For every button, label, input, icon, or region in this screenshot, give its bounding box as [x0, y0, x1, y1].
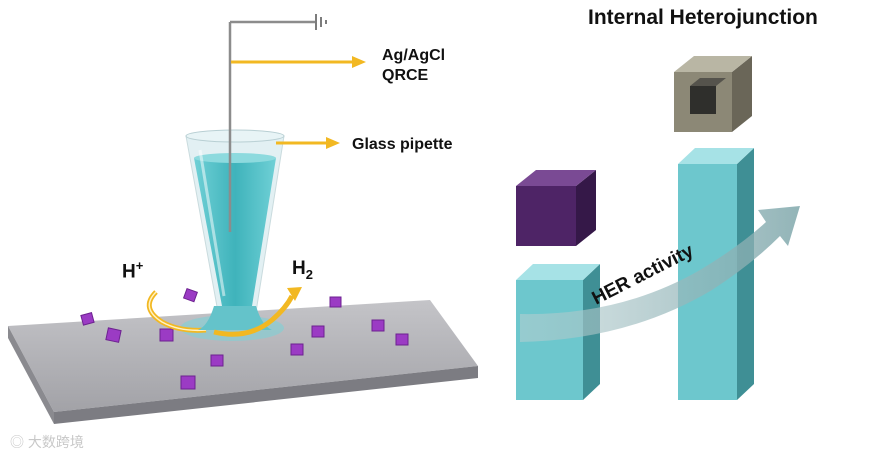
- watermark-text: 大数跨境: [27, 434, 84, 450]
- purple-cube: [516, 170, 596, 246]
- glass-pipette: [185, 129, 285, 330]
- electrode-wire: [228, 20, 316, 232]
- particle: [290, 343, 304, 356]
- particles: [80, 287, 409, 390]
- electrode-label-line2: QRCE: [382, 67, 429, 84]
- hollow-cube: [674, 56, 752, 132]
- particle: [105, 327, 122, 343]
- ground-icon: [315, 14, 327, 30]
- particle: [311, 325, 325, 338]
- diagram-title: Internal Heterojunction: [588, 6, 818, 29]
- substrate-plate: [8, 300, 478, 424]
- hydrogen-subscript: 2: [305, 266, 313, 282]
- hydrogen-arrow-head: [287, 287, 302, 301]
- particle: [159, 328, 174, 342]
- her-activity-arrow: [520, 206, 800, 342]
- proton-label: H+: [122, 258, 143, 283]
- watermark-logo-icon: ◎: [10, 434, 28, 450]
- proton-charge: +: [135, 258, 144, 273]
- particle: [80, 312, 95, 326]
- electrode-callout-arrow: [231, 56, 366, 68]
- particle: [371, 319, 385, 332]
- particle: [329, 296, 342, 308]
- proton-symbol: H: [122, 261, 136, 283]
- pipette-callout-arrow: [276, 137, 340, 149]
- particle: [182, 287, 198, 303]
- particle: [395, 333, 409, 346]
- electrode-label: Ag/AgCl QRCE: [382, 46, 445, 86]
- particle: [180, 375, 196, 390]
- particle: [210, 354, 224, 367]
- hydrogen-label: H2: [292, 258, 313, 282]
- watermark: ◎ 大数跨境: [10, 432, 84, 452]
- proton-arrow-inner: [148, 291, 207, 332]
- hydrogen-symbol: H: [292, 258, 306, 279]
- electrode-label-line1: Ag/AgCl: [382, 47, 446, 64]
- hydrogen-arrow: [213, 294, 295, 337]
- pipette-label: Glass pipette: [352, 136, 453, 153]
